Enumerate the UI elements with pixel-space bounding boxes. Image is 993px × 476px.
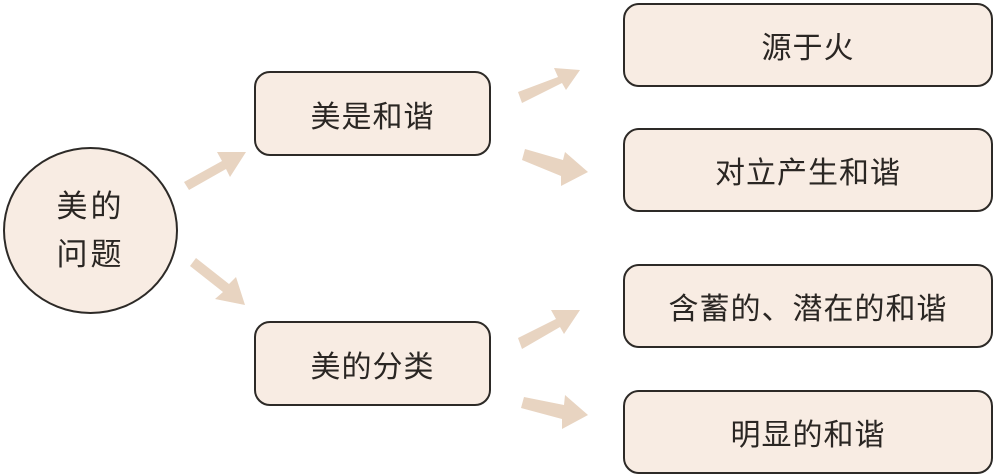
leaf-label: 含蓄的、潜在的和谐 xyxy=(668,292,948,327)
branch-label: 美是和谐 xyxy=(310,99,435,135)
leaf-label: 对立产生和谐 xyxy=(715,156,901,191)
arrow-branch-2-to-leaf-3 xyxy=(518,310,580,349)
leaf-node-1: 源于火 xyxy=(623,3,993,87)
leaf-label: 源于火 xyxy=(761,31,855,66)
arrow-branch-2-to-leaf-4 xyxy=(521,395,588,429)
arrow-branch-1-to-leaf-1 xyxy=(518,68,580,103)
leaf-node-3: 含蓄的、潜在的和谐 xyxy=(623,264,993,348)
arrow-root-to-branch-1 xyxy=(184,152,246,190)
root-label-line-2: 问题 xyxy=(56,236,125,273)
arrow-root-to-branch-2 xyxy=(190,258,245,305)
root-label-line-1: 美的 xyxy=(56,188,125,225)
branch-node-2: 美的分类 xyxy=(254,321,491,406)
branch-label: 美的分类 xyxy=(310,349,435,385)
arrow-branch-1-to-leaf-2 xyxy=(522,149,588,186)
branch-node-1: 美是和谐 xyxy=(254,71,491,156)
root-node: 美的 问题 xyxy=(3,147,178,314)
leaf-label: 明显的和谐 xyxy=(730,418,886,453)
leaf-node-4: 明显的和谐 xyxy=(623,390,993,474)
leaf-node-2: 对立产生和谐 xyxy=(623,128,993,212)
